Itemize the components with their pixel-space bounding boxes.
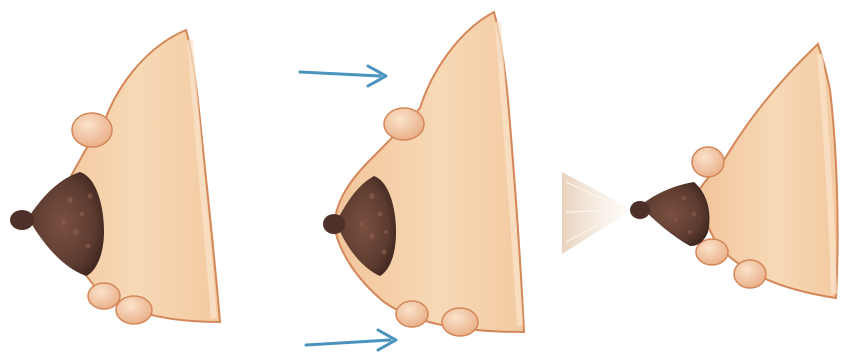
areola <box>28 172 104 276</box>
finger-lump-top <box>692 147 724 177</box>
breast-resting-icon <box>10 30 220 324</box>
nipple <box>323 214 345 234</box>
arrow-right-icon <box>300 66 386 86</box>
finger-lump-top <box>384 108 424 140</box>
milk-spray-icon <box>562 172 626 254</box>
finger-lump-bottom-1 <box>696 239 728 265</box>
nipple <box>630 201 650 219</box>
finger-lump-bottom-1 <box>396 301 428 327</box>
finger-lump-bottom-2 <box>442 308 478 336</box>
breast-body <box>334 12 524 332</box>
breast-expression-icon <box>630 44 838 298</box>
finger-lump-bottom-2 <box>734 260 766 288</box>
finger-lump-top <box>72 113 112 147</box>
nipple <box>10 210 34 230</box>
arrow-right-icon <box>306 330 396 350</box>
areola <box>640 182 709 246</box>
finger-lump-bottom-1 <box>88 283 120 309</box>
breast-compression-icon <box>323 12 524 336</box>
finger-lump-bottom-2 <box>116 296 152 324</box>
